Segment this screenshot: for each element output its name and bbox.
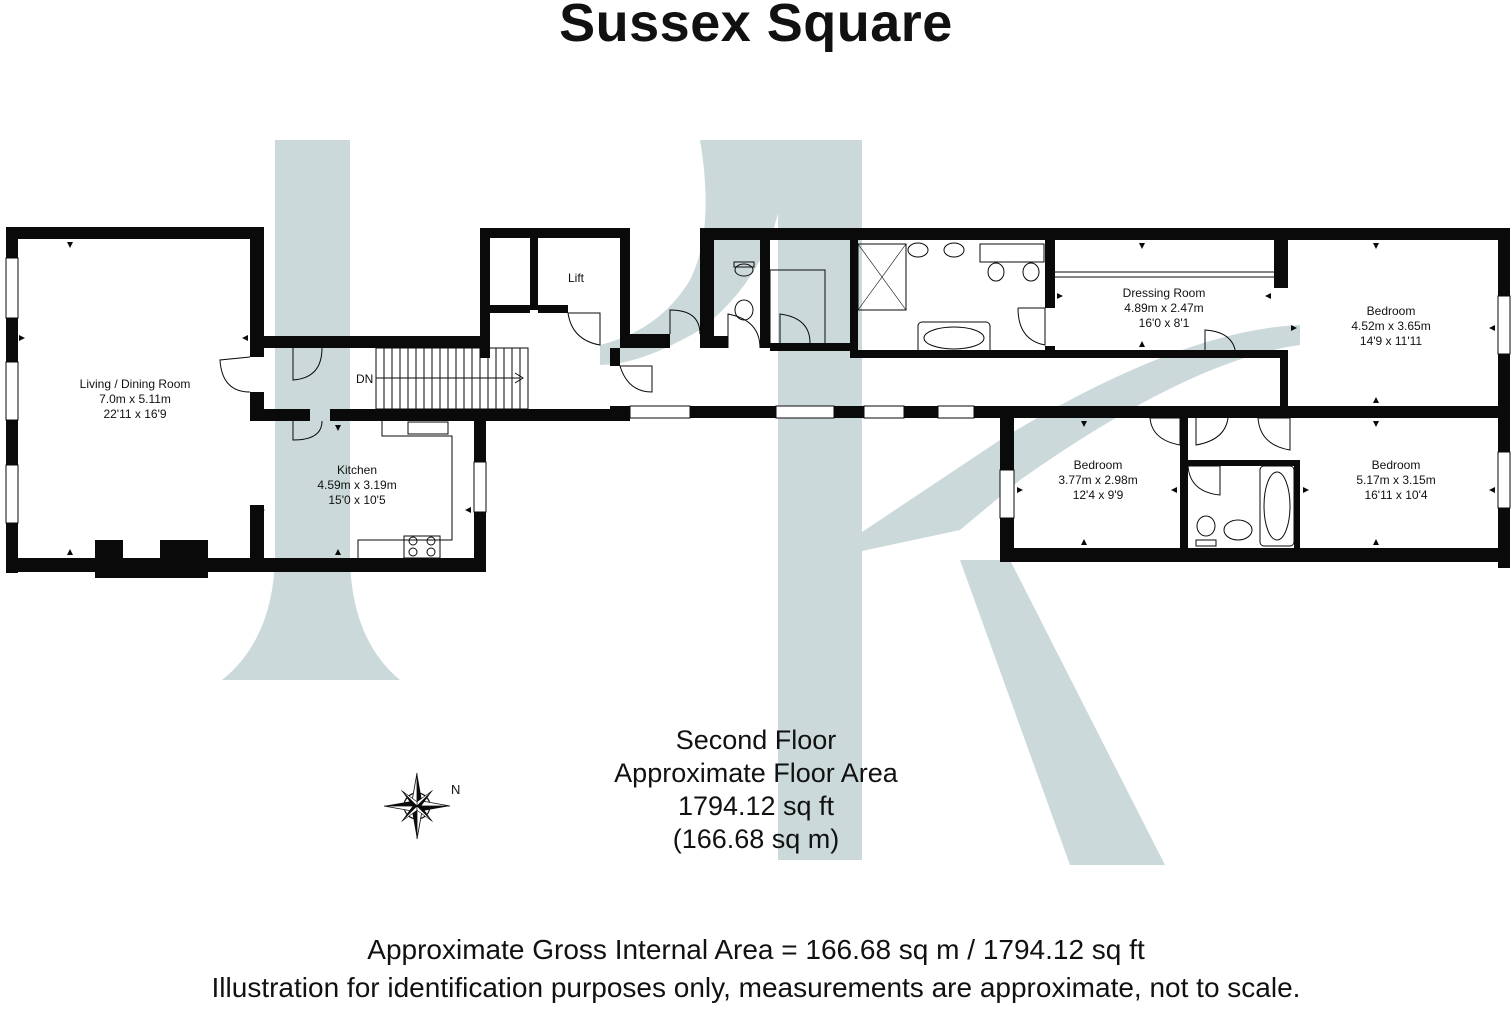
door-swing-icon — [219, 307, 1291, 496]
floor-name: Second Floor — [675, 725, 837, 755]
dimension-arrow — [1139, 341, 1145, 347]
dimension-arrow — [67, 242, 73, 248]
basin-icon — [1223, 519, 1253, 541]
dimension-arrow — [1373, 421, 1379, 427]
basin-icon — [907, 242, 965, 258]
room-name: Kitchen — [336, 463, 378, 477]
room-name: Bedroom — [1371, 458, 1421, 472]
room-label-bedroom-3: Bedroom 5.17m x 3.15m 16'11 x 10'4 — [1356, 458, 1435, 503]
room-metric: 3.77m x 2.98m — [1058, 473, 1138, 487]
dimension-arrow — [259, 507, 265, 513]
bath-icon — [917, 321, 991, 355]
windows — [5, 257, 1511, 524]
dimension-arrow — [1291, 325, 1297, 331]
room-metric: 4.89m x 2.47m — [1124, 301, 1204, 315]
room-label-dressing: Dressing Room 4.89m x 2.47m 16'0 x 8'1 — [1123, 286, 1206, 331]
floor-area-block: Second Floor Approximate Floor Area 1794… — [556, 724, 956, 856]
floor-area-heading: Approximate Floor Area — [614, 758, 898, 788]
room-name: Living / Dining Room — [79, 377, 191, 391]
room-imperial: 16'0 x 8'1 — [1138, 316, 1190, 330]
room-name: Bedroom — [1073, 458, 1123, 472]
basin-icon — [734, 299, 754, 321]
disclaimer-text: Illustration for identification purposes… — [211, 972, 1301, 1003]
dimension-arrow — [242, 335, 248, 341]
dimension-arrow — [1489, 325, 1495, 331]
kitchen-units — [357, 421, 453, 559]
dimension-arrow — [1139, 243, 1145, 249]
stairs-down-label: DN — [356, 372, 374, 386]
compass-rose-icon — [383, 772, 451, 840]
room-metric: 5.17m x 3.15m — [1356, 473, 1436, 487]
room-metric: 4.59m x 3.19m — [317, 478, 397, 492]
dimension-arrow — [1373, 539, 1379, 545]
bathroom-fixtures — [733, 242, 1295, 547]
room-imperial: 16'11 x 10'4 — [1364, 488, 1428, 502]
room-imperial: 22'11 x 16'9 — [103, 407, 167, 421]
shower-icon — [857, 243, 907, 311]
dimension-arrow — [465, 507, 471, 513]
dimension-arrows — [19, 242, 1495, 555]
room-imperial: 14'9 x 11'11 — [1359, 334, 1423, 348]
dimension-arrow — [1303, 487, 1309, 493]
dimension-arrow — [67, 549, 73, 555]
room-metric: 4.52m x 3.65m — [1351, 319, 1431, 333]
room-metric: 7.0m x 5.11m — [99, 392, 171, 406]
floor-area-sqft: 1794.12 sq ft — [677, 791, 835, 821]
room-name: Dressing Room — [1122, 286, 1206, 300]
room-label-bedroom-2: Bedroom 3.77m x 2.98m 12'4 x 9'9 — [1058, 458, 1137, 503]
room-imperial: 12'4 x 9'9 — [1072, 488, 1124, 502]
room-label-bedroom-1: Bedroom 4.52m x 3.65m 14'9 x 11'11 — [1351, 304, 1430, 349]
toilet-icon — [733, 261, 755, 277]
dimension-arrow — [1171, 487, 1177, 493]
toilet-icon — [1195, 515, 1217, 547]
dimension-arrow — [1017, 487, 1023, 493]
room-label-kitchen: Kitchen 4.59m x 3.19m 15'0 x 10'5 — [317, 463, 396, 508]
dimension-arrow — [335, 549, 341, 555]
walls — [6, 227, 1510, 578]
dimension-arrow — [1373, 397, 1379, 403]
page-title: Sussex Square — [559, 0, 953, 53]
hob-icon — [403, 535, 441, 559]
room-name: Bedroom — [1366, 304, 1416, 318]
floor-area-sqm: (166.68 sq m) — [672, 824, 840, 854]
dimension-arrow — [1489, 487, 1495, 493]
dimension-arrow — [1373, 243, 1379, 249]
dimension-arrow — [1081, 539, 1087, 545]
dimension-arrow — [1057, 293, 1063, 299]
bath-icon — [1259, 465, 1295, 547]
gross-area-text: Approximate Gross Internal Area = 166.68… — [367, 934, 1145, 965]
toilet-icon — [987, 262, 1040, 282]
dimension-arrow — [19, 335, 25, 341]
sink-icon — [407, 421, 449, 435]
lift-label: Lift — [568, 271, 585, 285]
wardrobe — [1055, 271, 1274, 278]
north-label: N — [451, 782, 461, 797]
stairs — [375, 347, 529, 410]
dimension-arrow — [1081, 421, 1087, 427]
dimension-arrow — [1265, 293, 1271, 299]
dimension-arrow — [335, 425, 341, 431]
room-imperial: 15'0 x 10'5 — [328, 493, 386, 507]
room-label-living: Living / Dining Room 7.0m x 5.11m 22'11 … — [80, 377, 191, 422]
